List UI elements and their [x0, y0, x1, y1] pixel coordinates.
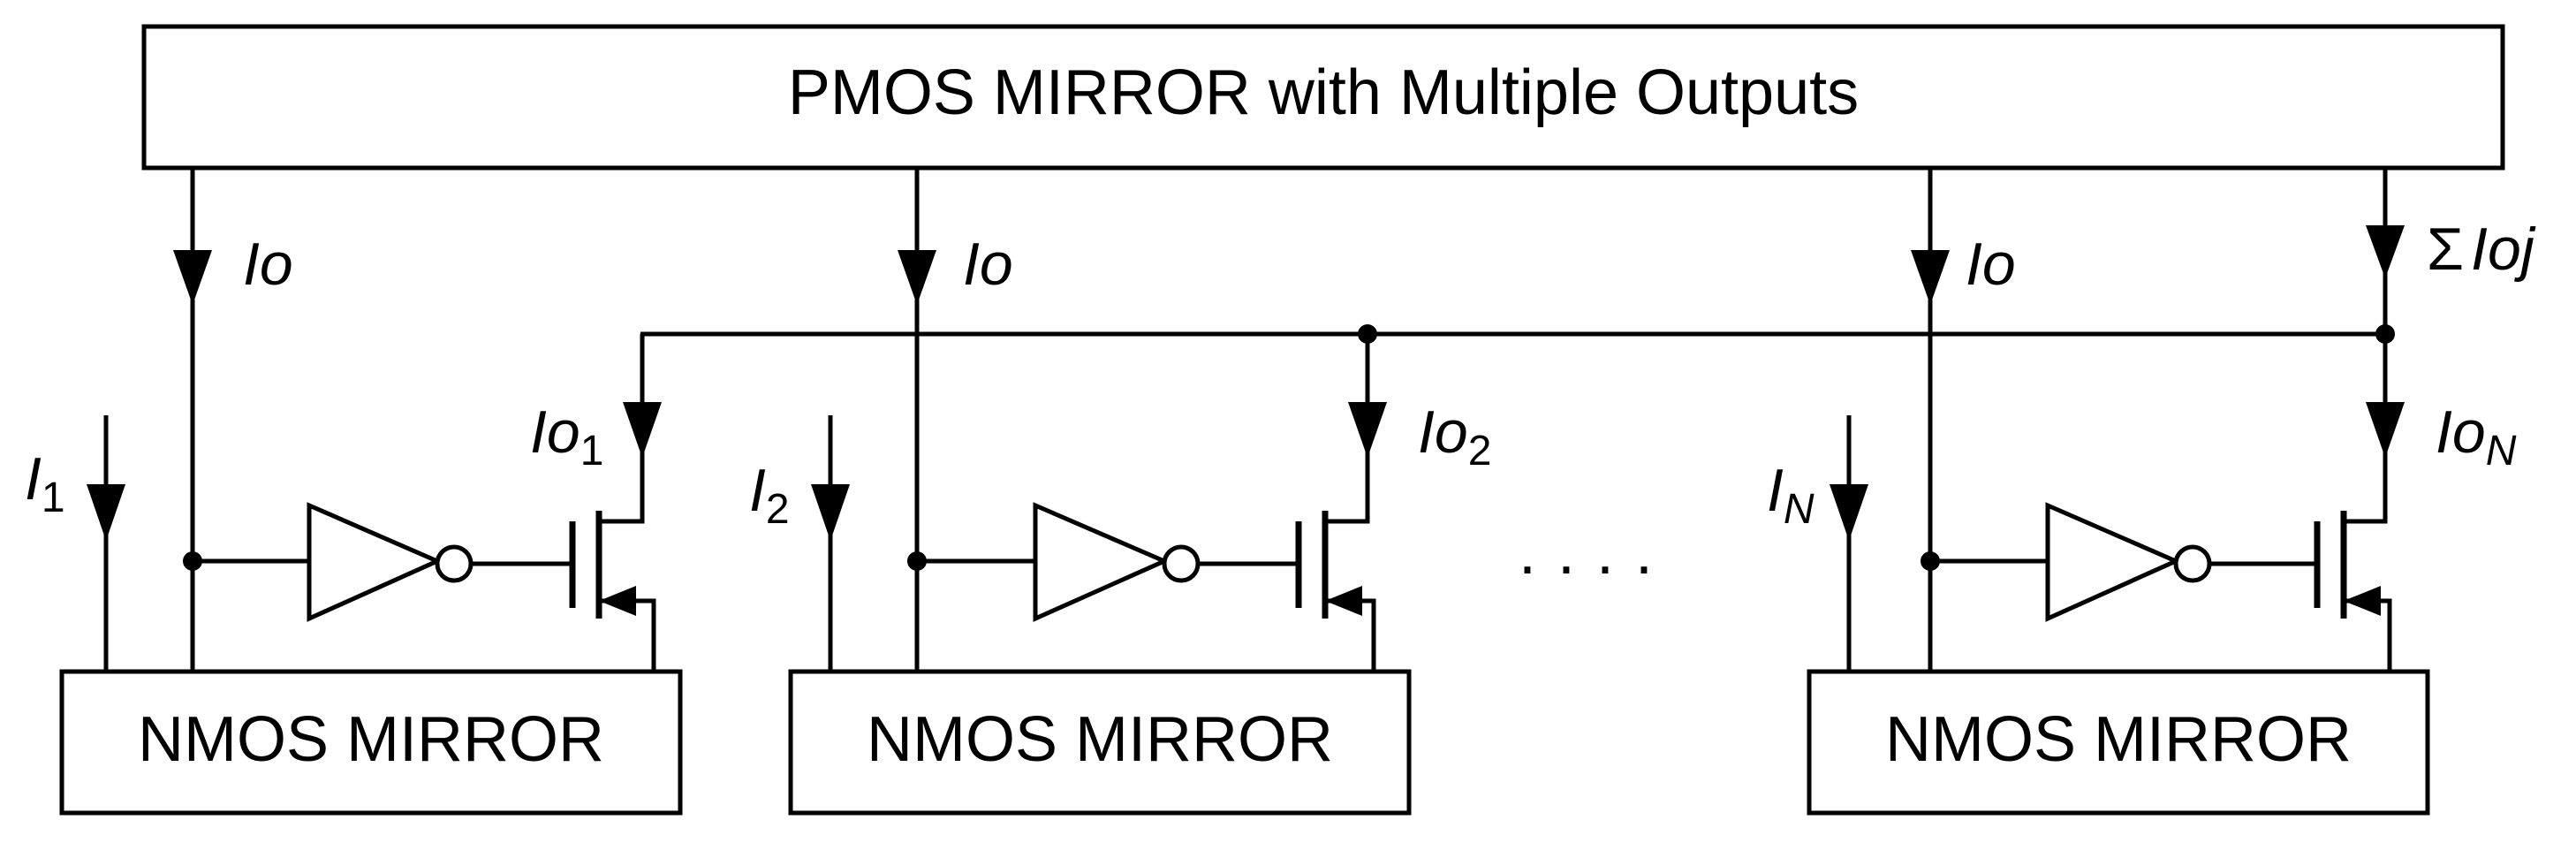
i1-arrow: [87, 484, 125, 541]
inverter-bubble-n: [2173, 544, 2212, 583]
bus-junction-n: [2375, 324, 2395, 344]
pmos-mirror-box: [141, 24, 2505, 171]
io-branch-arrows: [173, 225, 2405, 305]
i1-label: I1: [25, 445, 65, 521]
ion-label: IoN: [2436, 399, 2517, 475]
io-arrow-3: [1911, 250, 1950, 305]
output-bus: [640, 324, 2395, 521]
io-label-1: Io: [243, 231, 293, 298]
cell-n: [1921, 458, 2392, 672]
nmos-mirror-box-2: [788, 669, 1412, 816]
i2-label: I2: [749, 457, 790, 533]
nmos-mirror-box-1: [59, 669, 683, 816]
inverter-icon-1: [307, 502, 443, 622]
cell-2: [907, 458, 1376, 672]
nmos-mirror-blocks: NMOS MIRROR NMOS MIRROR NMOS MIRROR: [59, 669, 2430, 816]
io1-label: Io1: [530, 399, 603, 475]
input-branches: I1 I2 IN: [25, 415, 1868, 672]
nmos-mirror-label-2: NMOS MIRROR: [867, 704, 1333, 775]
i2-arrow: [811, 484, 850, 541]
io-label-2: Io: [963, 231, 1013, 298]
io2-label: Io2: [1418, 399, 1491, 475]
inverter-icon-2: [1033, 502, 1171, 622]
inverter-bubble-1: [435, 544, 474, 583]
nmos-mirror-label-1: NMOS MIRROR: [138, 704, 604, 775]
nmos-arrow-2: [1325, 586, 1362, 616]
io1-arrow: [623, 402, 662, 458]
io-branch-wires: [190, 168, 2388, 672]
ellipsis: · · · ·: [1517, 531, 1655, 602]
bus-junction-2: [1358, 324, 1377, 344]
output-labels: Io1 Io2 IoN: [530, 399, 2517, 475]
io-label-3: Io: [1966, 231, 2016, 298]
cell-1: [183, 458, 656, 672]
inverter-icon-n: [2045, 502, 2182, 622]
inverter-bubble-2: [1162, 544, 1201, 583]
in-arrow: [1830, 484, 1868, 541]
output-arrows: [623, 402, 2405, 458]
io-arrow-1: [173, 250, 212, 305]
nmos-arrow-n: [2344, 586, 2381, 616]
nmos-mirror-label-n: NMOS MIRROR: [1885, 704, 2352, 775]
nmos-mirror-box-n: [1807, 669, 2430, 816]
pmos-mirror-block: PMOS MIRROR with Multiple Outputs: [141, 24, 2505, 171]
in-label: IN: [1767, 457, 1815, 533]
ion-arrow: [2366, 402, 2405, 458]
sum-arrow: [2366, 225, 2405, 278]
pmos-mirror-label: PMOS MIRROR with Multiple Outputs: [788, 57, 1859, 128]
io-arrow-2: [898, 250, 936, 305]
io2-arrow: [1348, 402, 1387, 458]
nmos-arrow-1: [599, 586, 636, 616]
